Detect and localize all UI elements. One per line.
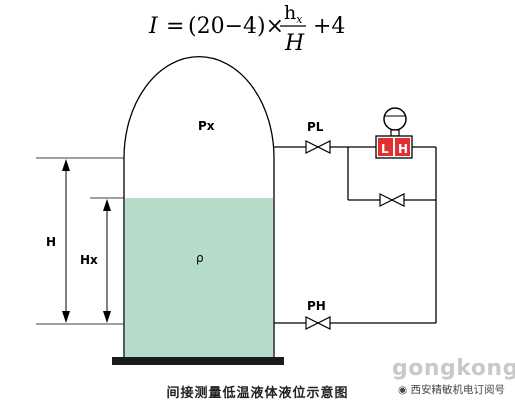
- transmitter-L-box: [378, 138, 393, 156]
- formula: I = (20−4)× hx H +4: [148, 2, 345, 56]
- dim-H-arrow-bottom: [62, 311, 70, 323]
- transmitter-H-label: H: [398, 142, 408, 156]
- valve-pl: [305, 140, 331, 154]
- tank-base: [112, 357, 284, 365]
- formula-num-sub: x: [296, 13, 303, 26]
- formula-tail: +4: [313, 14, 345, 39]
- formula-eq: =: [166, 14, 184, 39]
- valve-bypass: [379, 193, 405, 207]
- label-ph: PH: [307, 299, 326, 313]
- dim-Hx-arrow-bottom: [103, 311, 111, 323]
- formula-expr: (20−4)×: [188, 14, 284, 39]
- formula-lhs: I: [148, 14, 159, 39]
- transmitter-H-box: [395, 138, 410, 156]
- dim-H-arrow-top: [62, 159, 70, 171]
- pressure-transmitter: L H: [375, 107, 413, 159]
- transmitter-gauge: [383, 107, 407, 131]
- label-Hx: Hx: [80, 253, 98, 267]
- transmitter-L-label: L: [381, 142, 389, 156]
- liquid-fill: [125, 198, 273, 358]
- diagram-caption: 间接测量低温液体液位示意图: [166, 386, 349, 401]
- label-H: H: [46, 235, 56, 249]
- valve-ph: [305, 316, 331, 330]
- formula-denominator: H: [284, 31, 305, 56]
- transmitter-neck: [390, 129, 400, 137]
- formula-num-main: h: [284, 2, 296, 24]
- tank-outline: [123, 55, 275, 358]
- watermark-brand: gongkong: [392, 356, 515, 381]
- formula-numerator: hx: [284, 2, 303, 26]
- wechat-icon: ◉: [398, 384, 411, 396]
- dim-Hx-arrow-top: [103, 199, 111, 211]
- watermark-account: ◉ 西安精敏机电订阅号: [398, 384, 505, 396]
- label-pl: PL: [307, 120, 324, 134]
- label-px: Px: [198, 119, 215, 133]
- label-rho: ρ: [196, 251, 204, 265]
